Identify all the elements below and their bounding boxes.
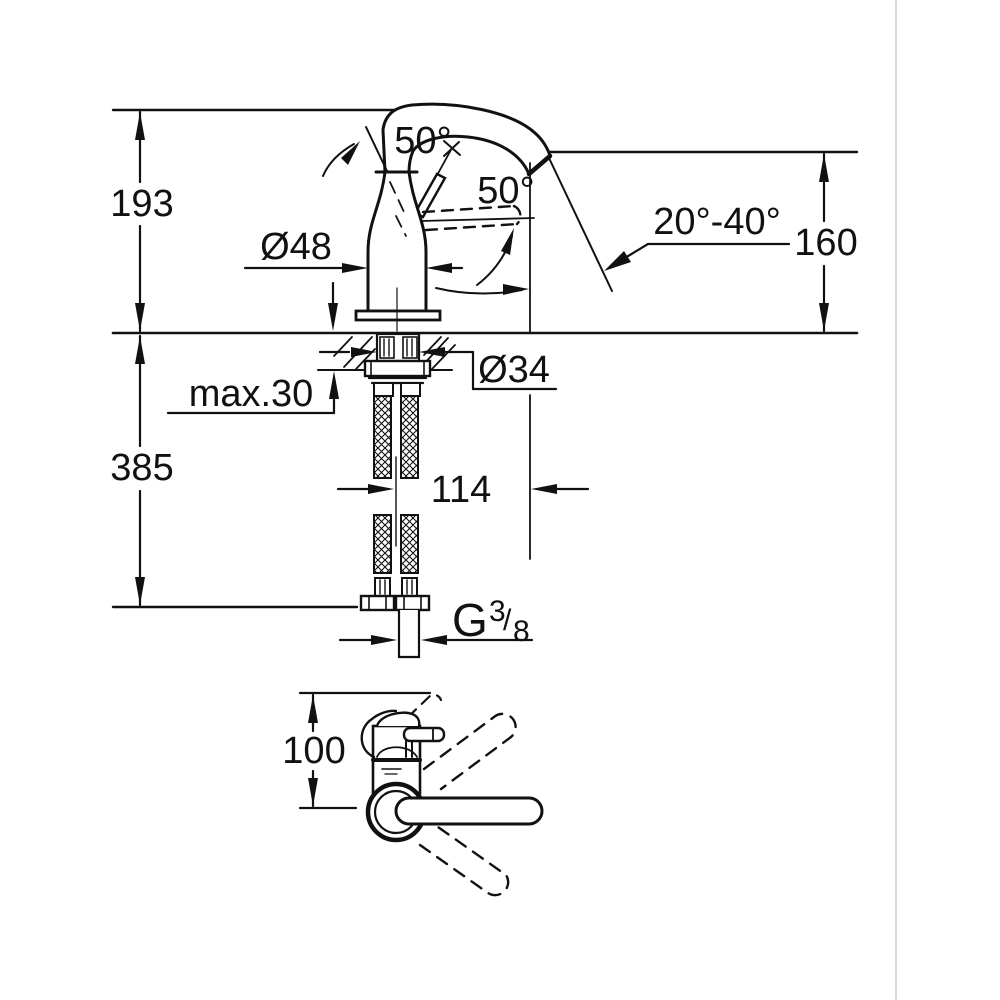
- handle-angle-reference-line: [365, 126, 388, 172]
- hose-nut-right: [394, 594, 431, 612]
- spout-outlet-face: [526, 153, 553, 177]
- body-hidden-lines: [389, 181, 407, 237]
- dim-height-193: 193: [110, 110, 174, 333]
- spray-direction-line: [548, 157, 613, 292]
- dim-385-label: 385: [110, 447, 173, 489]
- dim-spray-angle-label: 20°-40°: [653, 201, 781, 243]
- dim-shank-diameter-34: Ø34: [318, 347, 558, 391]
- top-spout-dome: [375, 711, 421, 728]
- dim-114-label: 114: [431, 469, 492, 511]
- dim-outlet-height-160: 160: [794, 152, 858, 333]
- dim-100: 100: [282, 693, 346, 808]
- dim-spray-angle: 20°-40°: [604, 201, 791, 271]
- dim-100-label: 100: [282, 730, 345, 772]
- dim-body-diameter-48: Ø48: [243, 226, 464, 273]
- dim-spout-reach-114: 114: [336, 469, 590, 511]
- thread-g-label: G: [452, 594, 488, 646]
- lever-closed-position-dashed: [421, 204, 522, 232]
- pivot-cross-mark: [443, 140, 461, 157]
- lever-up-position-dashed: [422, 712, 517, 791]
- thread-slash: /: [503, 604, 512, 637]
- thread-numerator: 3: [489, 595, 506, 628]
- reference-lines: [111, 108, 859, 609]
- threaded-shank: [363, 332, 432, 385]
- base-plate: [354, 309, 442, 322]
- spout-dashed-stub: [406, 693, 443, 719]
- dim-193-label: 193: [110, 183, 173, 225]
- dim-counter-thickness: max.30: [166, 281, 339, 415]
- dim-depth-385: 385: [110, 334, 174, 607]
- top-cartridge-arc: [376, 746, 418, 758]
- dim-48-label: Ø48: [260, 226, 332, 268]
- top-lever-pin: [402, 726, 446, 743]
- supply-hoses: [359, 382, 431, 659]
- lever-down-position-dashed: [418, 825, 510, 897]
- lever-solid-position: [394, 796, 544, 826]
- top-view: 100: [282, 691, 544, 897]
- mounting-nut: [363, 359, 432, 378]
- dim-160-label: 160: [794, 222, 857, 264]
- front-view: 193 385 160: [110, 102, 859, 659]
- thread-tail: [397, 608, 421, 659]
- dim-50-open-label: 50°: [394, 120, 451, 162]
- top-spout-curve: [360, 709, 398, 759]
- dim-max30-label: max.30: [189, 373, 314, 415]
- dim-thread-g38: G 3 / 8: [338, 594, 534, 648]
- hose-nut-left: [359, 594, 396, 612]
- handle-angle-arc: [322, 143, 355, 177]
- dim-50-swing-label: 50°: [477, 170, 534, 212]
- lever-horizontal-reference: [420, 217, 535, 222]
- thread-denominator: 8: [513, 615, 530, 648]
- dim-34-label: Ø34: [478, 349, 550, 391]
